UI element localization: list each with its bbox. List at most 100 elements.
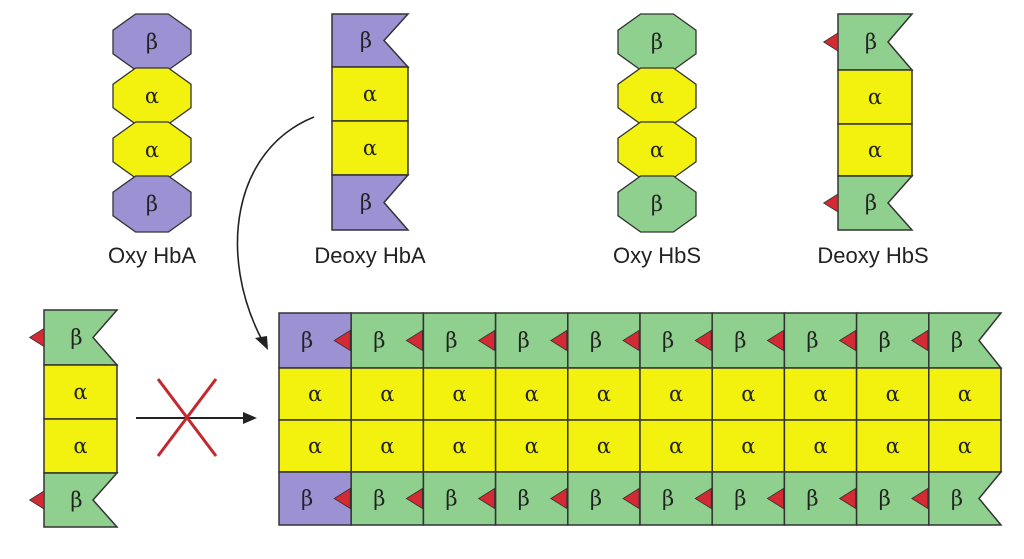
beta-subunit-top-label: β [301,329,313,353]
straight-arrow-icon [136,412,257,424]
sticky-patch-top-5 [622,329,640,352]
alpha-subunit-lower-label: α [669,434,683,458]
alpha-subunit-lower [837,123,913,177]
label-oxy-hba: Oxy HbA [108,243,196,268]
beta-subunit-bottom-label: β [70,488,82,512]
sticky-patch-bottom-1 [333,487,351,510]
alpha-subunit-lower-label: α [813,434,827,458]
beta-subunit-top-label: β [951,329,963,353]
beta-subunit-bottom-label: β [734,487,746,511]
label-deoxy-hba: Deoxy HbA [314,243,426,268]
alpha-subunit-upper-label: α [308,382,322,406]
beta-subunit-bottom [928,471,1003,526]
beta-subunit-top [43,309,119,366]
alpha-subunit-upper [567,367,641,421]
sticky-patch-bottom-3 [477,487,496,510]
alpha-subunit-lower-label: α [525,434,539,458]
label-deoxy-hbs: Deoxy HbS [817,243,928,268]
oxy-hba-molecule: β α α β [112,13,192,233]
alpha-subunit-lower-label: α [145,138,159,162]
beta-subunit-bottom-label: β [806,487,818,511]
polymer-column-3: β α α β [422,312,497,526]
alpha-subunit-upper-label: α [145,84,159,108]
sticky-patch-bottom-9 [911,487,929,510]
beta-subunit-top [928,312,1003,369]
alpha-subunit-lower-label: α [73,434,87,458]
sticky-patch-top-4 [550,329,568,352]
alpha-subunit-upper [639,367,713,421]
beta-subunit-top-label: β [146,30,158,54]
alpha-subunit-lower [278,419,352,473]
alpha-subunit-lower-label: α [741,434,755,458]
beta-subunit-top-label: β [879,329,891,353]
beta-subunit-top-label: β [806,329,818,353]
sticky-patch-top-9 [911,329,929,352]
alpha-subunit-upper-label: α [886,382,900,406]
sticky-patch-bottom [822,193,839,213]
beta-subunit-top-label: β [662,329,674,353]
sticky-patch-bottom-7 [766,487,784,510]
alpha-subunit-lower [43,418,118,474]
alpha-subunit-lower-label: α [958,434,972,458]
beta-subunit-top [331,13,410,68]
alpha-subunit-lower [928,419,1002,473]
beta-subunit-top-label: β [734,329,746,353]
beta-subunit-top-label: β [651,30,663,54]
alpha-subunit-upper-label: α [525,382,539,406]
beta-subunit-top-label: β [445,329,457,353]
sticky-patch-top-7 [766,329,784,352]
beta-subunit-bottom [112,175,192,233]
alpha-subunit-upper [928,367,1002,421]
sticky-patch-top-1 [333,329,351,352]
alpha-subunit-upper-label: α [597,382,611,406]
beta-subunit-top-label: β [70,326,82,350]
sticky-patch-top [28,327,45,348]
alpha-subunit-lower-label: α [650,138,664,162]
beta-subunit-bottom-label: β [146,192,158,216]
beta-subunit-top-label: β [590,329,602,353]
sticky-patch-top-3 [477,329,496,352]
beta-subunit-bottom-label: β [651,192,663,216]
sticky-patch-bottom-5 [622,487,640,510]
beta-subunit-bottom-label: β [301,487,313,511]
curved-arrow-icon [236,116,315,350]
beta-subunit-bottom [617,175,697,233]
beta-subunit-bottom-label: β [879,487,891,511]
sticky-patch-bottom [28,490,45,510]
alpha-subunit-upper-label: α [452,382,466,406]
alpha-subunit-upper [855,367,930,421]
beta-subunit-bottom-label: β [518,487,530,511]
beta-subunit-top-label: β [865,30,877,54]
sticky-patch-bottom-4 [550,487,568,510]
sticky-patch-bottom-8 [838,487,856,510]
blocked-cross-icon [156,378,218,457]
alpha-subunit-upper [494,367,569,421]
polymer-column-7: β α α β [711,312,786,526]
beta-subunit-bottom-label: β [865,191,877,215]
beta-subunit-bottom-label: β [445,487,457,511]
beta-subunit-bottom-label: β [951,487,963,511]
alpha-subunit-lower-label: α [308,434,322,458]
alpha-subunit-upper-label: α [741,382,755,406]
alpha-subunit-upper [837,69,913,125]
label-oxy-hbs: Oxy HbS [613,243,701,268]
beta-subunit-bottom [331,174,410,231]
alpha-subunit-upper [350,367,425,421]
beta-subunit-bottom-label: β [590,487,602,511]
alpha-subunit-upper-label: α [868,85,882,109]
alpha-subunit-lower-label: α [452,434,466,458]
beta-subunit-bottom [43,472,119,528]
sticky-patch-top-6 [694,329,712,352]
alpha-subunit-upper-label: α [73,380,87,404]
sticky-patch-bottom-6 [694,487,712,510]
alpha-subunit-upper-label: α [380,382,394,406]
